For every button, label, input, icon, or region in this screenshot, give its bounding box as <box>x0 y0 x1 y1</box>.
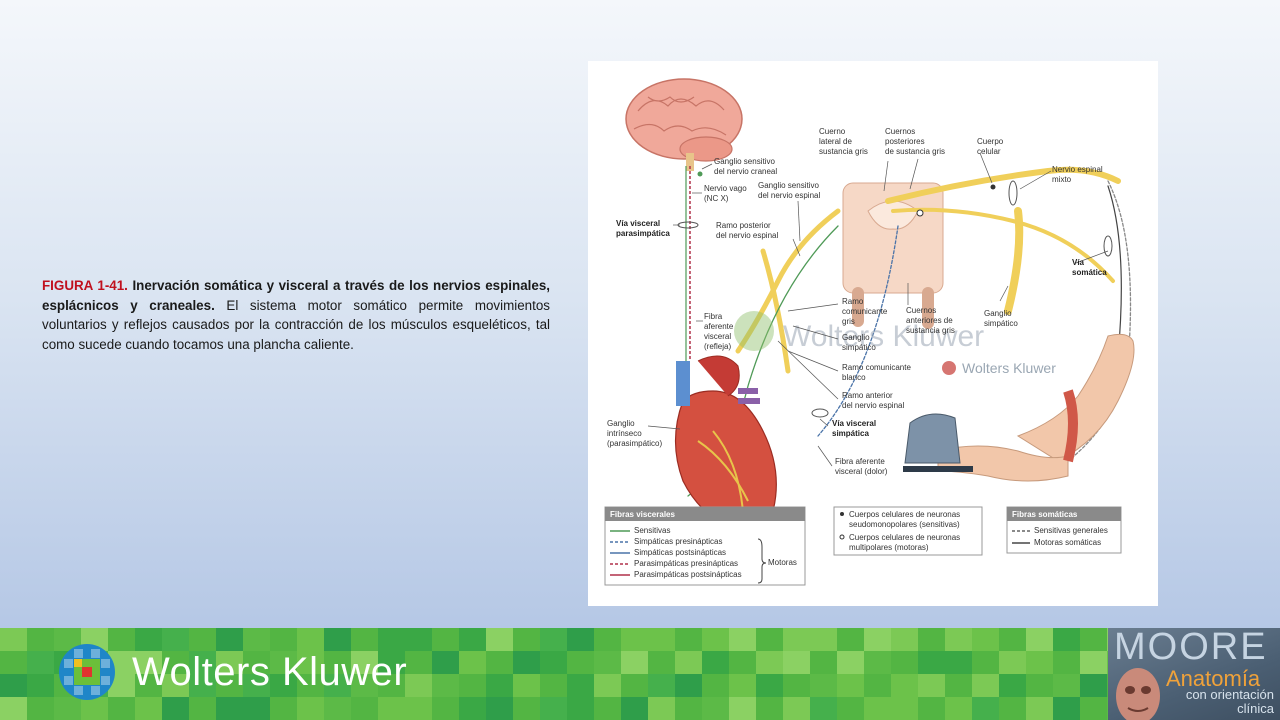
footer-banner <box>0 628 1280 720</box>
book-author: MOORE <box>1114 628 1268 668</box>
svg-text:multipolares (motoras): multipolares (motoras) <box>849 543 929 552</box>
legend-cell-bodies: Cuerpos celulares de neuronas seudomonop… <box>833 506 983 556</box>
brain-illustration <box>625 78 743 171</box>
legend-somatic-fibers: Fibras somáticas Sensitivas generales Mo… <box>1006 506 1122 554</box>
footer-tiles <box>0 628 1108 720</box>
figure-body: El sistema motor somático permite movimi… <box>42 297 550 352</box>
legend-visceral-item: Simpáticas presinápticas <box>634 537 722 546</box>
legend-visceral-fibers: Fibras viscerales Sensitivas Simpáticas … <box>604 506 806 586</box>
svg-text:Cuerpos celulares de neuronas: Cuerpos celulares de neuronas <box>849 510 960 519</box>
legend-visceral-item: Simpáticas postsinápticas <box>634 548 726 557</box>
book-title: Anatomía <box>1166 666 1261 691</box>
book-subtitle: con orientación clínica <box>1185 687 1274 716</box>
svg-text:seudomonopolares (sensitivas): seudomonopolares (sensitivas) <box>849 520 960 529</box>
brand-name: Wolters Kluwer <box>132 649 408 694</box>
label-nervio-vago: Nervio vago(NC X) <box>704 184 747 203</box>
arm-illustration <box>937 333 1135 482</box>
legend-somatic-item: Sensitivas generales <box>1034 526 1108 535</box>
skull-icon <box>1116 668 1160 720</box>
wolters-kluwer-logo-icon <box>59 644 115 700</box>
figure-label: FIGURA 1-41. <box>42 278 128 293</box>
legend-visceral-item: Sensitivas <box>634 526 670 535</box>
book-cover-thumbnail: MOORE Anatomía con orientación clínica <box>1108 628 1280 720</box>
legend-somatic-item: Motoras somáticas <box>1034 538 1101 547</box>
legend-somatic-title: Fibras somáticas <box>1012 510 1078 519</box>
legend-visceral-item: Parasimpáticas presinápticas <box>634 559 738 568</box>
anatomy-figure: Wolters Kluwer Wolters Kluwer Ganglio se… <box>588 61 1158 606</box>
figure-title: Inervación somática y visceral a través … <box>42 278 550 313</box>
iron-illustration <box>903 413 973 472</box>
svg-text:Cuerpos celulares de neuronas: Cuerpos celulares de neuronas <box>849 533 960 542</box>
watermark-large: Wolters Kluwer <box>783 320 984 353</box>
leader-lines <box>647 152 1109 467</box>
legend-visceral-title: Fibras viscerales <box>610 510 675 519</box>
wolters-kluwer-brand: Wolters Kluwer <box>58 643 407 701</box>
heart-illustration <box>674 355 777 533</box>
nerve-paths <box>687 166 1132 497</box>
legend-visceral-item: Parasimpáticas postsinápticas <box>634 570 742 579</box>
innervation-diagram: Wolters Kluwer Wolters Kluwer Ganglio se… <box>604 78 1135 586</box>
watermark-small: Wolters Kluwer <box>962 360 1056 376</box>
legend-motoras: Motoras <box>768 558 797 567</box>
figure-caption: FIGURA 1-41. Inervación somática y visce… <box>42 276 550 354</box>
